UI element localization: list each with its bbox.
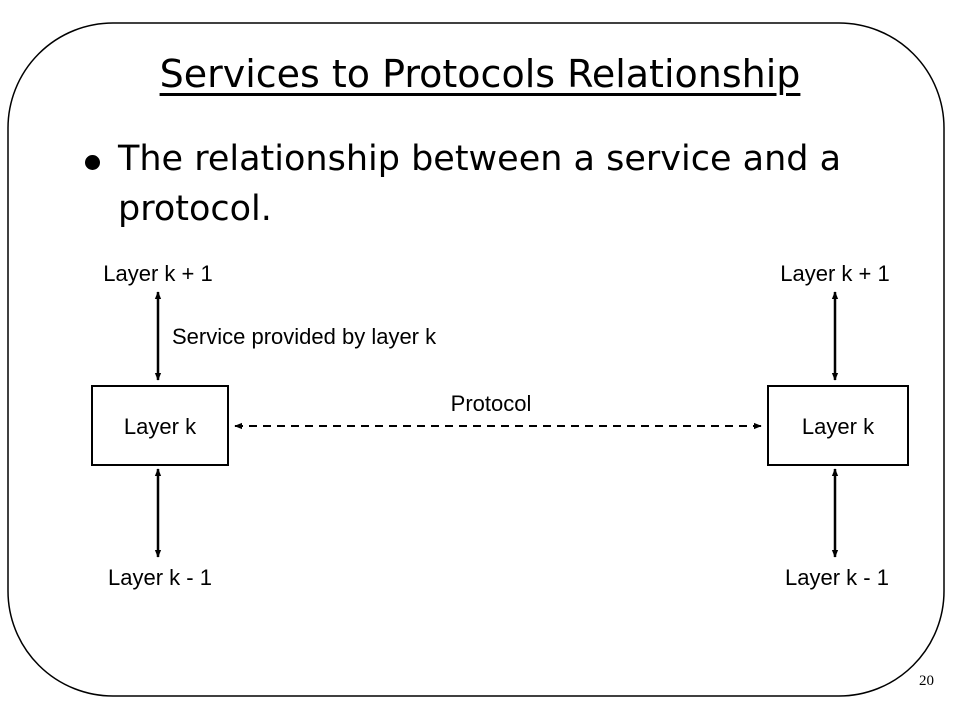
left-lower-layer-label: Layer k - 1 <box>108 565 212 590</box>
left-layer-box-label: Layer k <box>124 414 197 439</box>
service-label: Service provided by layer k <box>172 324 437 349</box>
bullet-icon <box>85 155 100 170</box>
right-layer-box <box>767 385 909 466</box>
right-layer-box-label: Layer k <box>802 414 875 439</box>
slide-title-text: Services to Protocols Relationship <box>159 52 801 96</box>
right-upper-layer-label: Layer k + 1 <box>780 261 889 286</box>
slide-title: Services to Protocols Relationship <box>0 48 960 100</box>
right-lower-layer-label: Layer k - 1 <box>785 565 889 590</box>
left-layer-box <box>91 385 229 466</box>
left-upper-layer-label: Layer k + 1 <box>103 261 212 286</box>
page-number: 20 <box>919 673 934 689</box>
protocol-label: Protocol <box>451 391 532 416</box>
bullet-text: The relationship between a service and a… <box>118 139 842 229</box>
